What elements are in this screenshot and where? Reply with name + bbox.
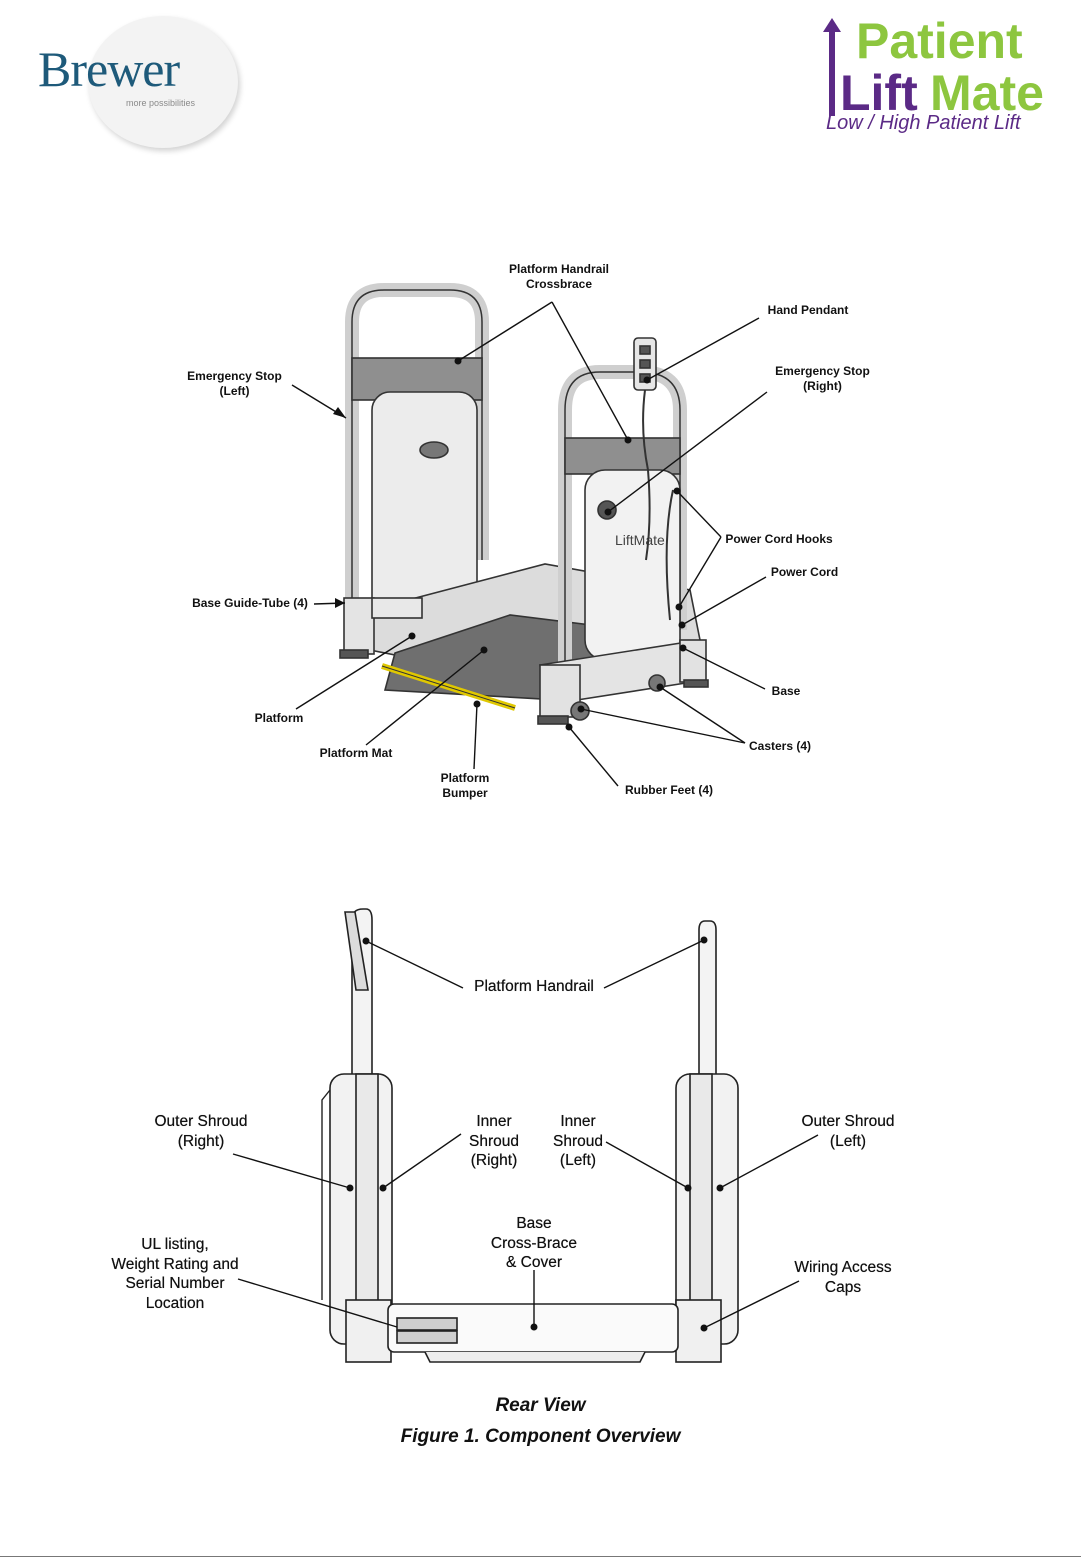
front-callout-lines bbox=[291, 301, 768, 787]
brewer-logo-wordmark: Brewer bbox=[38, 41, 180, 97]
label-platform-mat: Platform Mat bbox=[319, 746, 393, 760]
label-power-cord: Power Cord bbox=[770, 565, 839, 579]
label-emergency-stop-right: Emergency Stop (Right) bbox=[775, 364, 870, 393]
up-arrow-icon bbox=[823, 18, 841, 116]
label-handrail-crossbrace: Platform Handrail Crossbrace bbox=[508, 262, 610, 291]
label-platform-bumper: Platform Bumper bbox=[440, 771, 490, 800]
logo-word-lift: Lift bbox=[840, 65, 918, 121]
brewer-logo-circle bbox=[88, 16, 238, 148]
label-base: Base bbox=[771, 684, 801, 698]
lift-drawing-rear bbox=[321, 908, 739, 1363]
figure-caption: Figure 1. Component Overview bbox=[400, 1426, 681, 1447]
front-callout-dots bbox=[408, 357, 687, 731]
label-platform: Platform bbox=[254, 711, 304, 725]
label-base-cross-brace: Base Cross-Brace & Cover bbox=[490, 1215, 578, 1271]
logo-tagline: Low / High Patient Lift bbox=[826, 112, 1021, 134]
label-inner-shroud-right: Inner Shroud (Right) bbox=[469, 1113, 519, 1169]
label-wiring-access-caps: Wiring Access Caps bbox=[794, 1259, 892, 1296]
rear-callout-dots bbox=[346, 936, 724, 1332]
label-rubber-feet: Rubber Feet (4) bbox=[624, 783, 713, 797]
rear-view-caption: Rear View bbox=[495, 1395, 586, 1416]
lift-drawing-front: LiftMate bbox=[339, 283, 709, 725]
label-outer-shroud-left: Outer Shroud (Left) bbox=[801, 1113, 895, 1150]
logo-word-patient: Patient bbox=[856, 13, 1023, 69]
label-ul-listing: UL listing, Weight Rating and Serial Num… bbox=[111, 1236, 239, 1312]
label-casters: Casters (4) bbox=[748, 739, 812, 753]
rear-callout-lines bbox=[232, 939, 819, 1329]
front-arrowheads bbox=[333, 407, 346, 608]
page-bottom-rule bbox=[0, 1556, 1081, 1557]
logo-word-mate: Mate bbox=[930, 65, 1044, 121]
brewer-logo-tagline: more possibilities bbox=[126, 98, 196, 108]
label-outer-shroud-right: Outer Shroud (Right) bbox=[154, 1113, 248, 1150]
patient-liftmate-logo: Patient Lift Mate Low / High Patient Lif… bbox=[818, 14, 1068, 138]
svg-text:LiftMate: LiftMate bbox=[615, 532, 665, 548]
brewer-logo: Brewer more possibilities bbox=[28, 14, 238, 148]
label-hand-pendant: Hand Pendant bbox=[767, 303, 849, 317]
label-base-guide-tube: Base Guide-Tube (4) bbox=[192, 596, 308, 610]
label-inner-shroud-left: Inner Shroud (Left) bbox=[553, 1113, 603, 1169]
label-platform-handrail: Platform Handrail bbox=[474, 978, 594, 995]
label-emergency-stop-left: Emergency Stop (Left) bbox=[187, 369, 282, 398]
label-power-cord-hooks: Power Cord Hooks bbox=[725, 532, 833, 546]
